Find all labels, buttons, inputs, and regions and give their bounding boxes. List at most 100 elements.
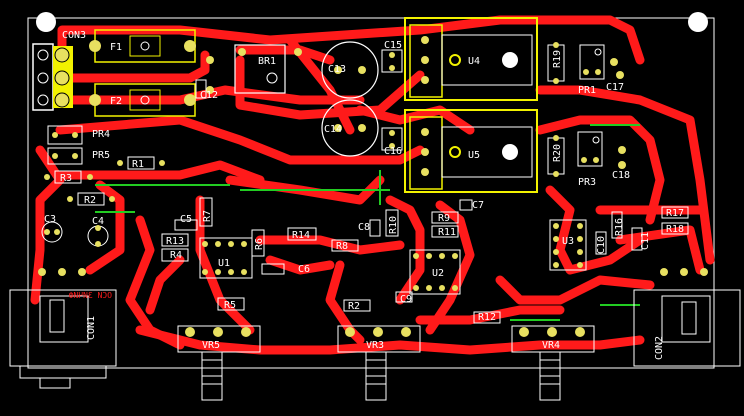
label-vr3: VR3 (366, 340, 384, 351)
resistor-r17[interactable] (661, 206, 689, 219)
label-c13: C13 (328, 64, 346, 75)
label-c18: C18 (612, 170, 630, 181)
resistor-r2[interactable] (67, 192, 115, 206)
label-pr1: PR1 (578, 85, 596, 96)
bridge-br1[interactable] (206, 44, 302, 94)
trace-vr4-top (495, 275, 655, 305)
fuse-f2[interactable] (89, 83, 196, 117)
mounting-hole-top-left (36, 12, 56, 32)
capacitor-c12[interactable] (195, 79, 207, 99)
label-r18: R18 (666, 224, 684, 235)
label-pr5: PR5 (92, 150, 110, 161)
resistor-r9[interactable] (431, 211, 459, 224)
capacitor-c13[interactable] (321, 41, 379, 99)
label-r12: R12 (478, 312, 496, 323)
resistor-r2b[interactable] (343, 299, 371, 312)
potentiometer-vr3[interactable] (337, 325, 421, 401)
resistor-r14[interactable] (287, 227, 317, 241)
label-r17: R17 (666, 208, 684, 219)
resistor-r10[interactable] (385, 209, 399, 237)
capacitor-c14[interactable] (321, 99, 379, 157)
trace-c14-link (355, 105, 475, 135)
trimmer-pr3[interactable] (577, 131, 603, 167)
label-c7: C7 (472, 200, 484, 211)
capacitor-c11[interactable] (631, 227, 643, 251)
capacitor-c4[interactable] (87, 225, 109, 247)
capacitor-c17[interactable] (610, 58, 624, 79)
trace-r4-down (145, 255, 185, 315)
potentiometer-vr4[interactable] (511, 325, 595, 401)
con3-terminal[interactable] (32, 43, 73, 111)
connector-con2[interactable] (633, 268, 741, 367)
capacitor-c3[interactable] (41, 221, 63, 243)
resistor-r13[interactable] (161, 233, 189, 247)
con3-pad-2 (54, 70, 70, 86)
label-c3: C3 (44, 214, 56, 225)
capacitor-c15[interactable] (381, 49, 403, 73)
mirror-bottom-text: ОСИ ЗИЧИФ (68, 291, 112, 300)
trace-bottom-rail (135, 325, 645, 355)
label-c16: C16 (384, 146, 402, 157)
resistor-r7[interactable] (199, 197, 213, 227)
jumper-wires (95, 124, 640, 321)
con3-screw-3 (37, 94, 49, 106)
trimmer-pr4[interactable] (47, 125, 83, 145)
silkscreen-labels: CON3 F1 F2 BR1 C12 C13 C14 C15 C16 U4 U5… (44, 30, 684, 360)
label-r1: R1 (132, 159, 144, 170)
label-br1: BR1 (258, 56, 276, 67)
trimmer-pr1[interactable] (579, 44, 605, 80)
fuse-f1[interactable] (89, 29, 196, 63)
trace-br1-mid (235, 55, 425, 120)
capacitor-c16[interactable] (381, 127, 403, 151)
resistor-r6[interactable] (251, 229, 265, 257)
resistor-r4[interactable] (161, 248, 189, 262)
resistor-r16[interactable] (611, 211, 623, 239)
label-con3: CON3 (62, 30, 86, 41)
trace-r12-run (415, 305, 565, 325)
capacitor-c5[interactable] (174, 219, 198, 231)
resistor-r11[interactable] (431, 225, 459, 238)
resistor-r18[interactable] (661, 222, 689, 235)
con3-screw-1 (37, 49, 49, 61)
label-c17: C17 (606, 82, 624, 93)
trace-u3-loop (545, 185, 645, 275)
label-r9: R9 (438, 213, 450, 224)
capacitor-c6[interactable] (261, 263, 285, 275)
resistor-r20[interactable] (547, 135, 565, 177)
resistor-r12[interactable] (473, 311, 501, 324)
capacitor-c18[interactable] (618, 146, 626, 169)
connector-con1[interactable] (9, 268, 117, 389)
label-f1: F1 (110, 42, 122, 53)
label-pr3: PR3 (578, 177, 596, 188)
resistor-r19[interactable] (547, 42, 565, 84)
resistor-r3[interactable] (44, 170, 93, 184)
capacitor-c7[interactable] (459, 199, 473, 211)
resistor-r1[interactable] (117, 156, 165, 170)
mounting-hole-top-right (688, 12, 708, 32)
capacitor-c9[interactable] (395, 291, 413, 303)
trimmer-pr5[interactable] (47, 147, 83, 165)
ic-u2[interactable] (409, 249, 461, 295)
capacitor-c8[interactable] (369, 219, 381, 237)
label-vr4: VR4 (542, 340, 560, 351)
trace-con3-mid (57, 50, 210, 83)
label-r6: R6 (254, 238, 265, 250)
potentiometer-vr5[interactable] (177, 325, 261, 401)
label-r2: R2 (84, 195, 96, 206)
label-u5: U5 (468, 150, 480, 161)
trace-top-rail (57, 15, 645, 65)
label-c5: C5 (180, 214, 192, 225)
label-plus: + (294, 32, 300, 43)
label-c6: C6 (298, 264, 310, 275)
label-u4: U4 (468, 56, 480, 67)
regulator-u5[interactable] (404, 109, 538, 193)
resistor-r8[interactable] (331, 239, 359, 252)
trace-u2-run (425, 200, 475, 335)
resistor-r5[interactable] (217, 297, 245, 311)
regulator-u4[interactable] (404, 17, 538, 101)
ic-u1[interactable] (199, 237, 253, 279)
capacitor-c10[interactable] (595, 231, 607, 255)
ic-u3[interactable] (549, 219, 587, 271)
label-c4: C4 (92, 216, 104, 227)
